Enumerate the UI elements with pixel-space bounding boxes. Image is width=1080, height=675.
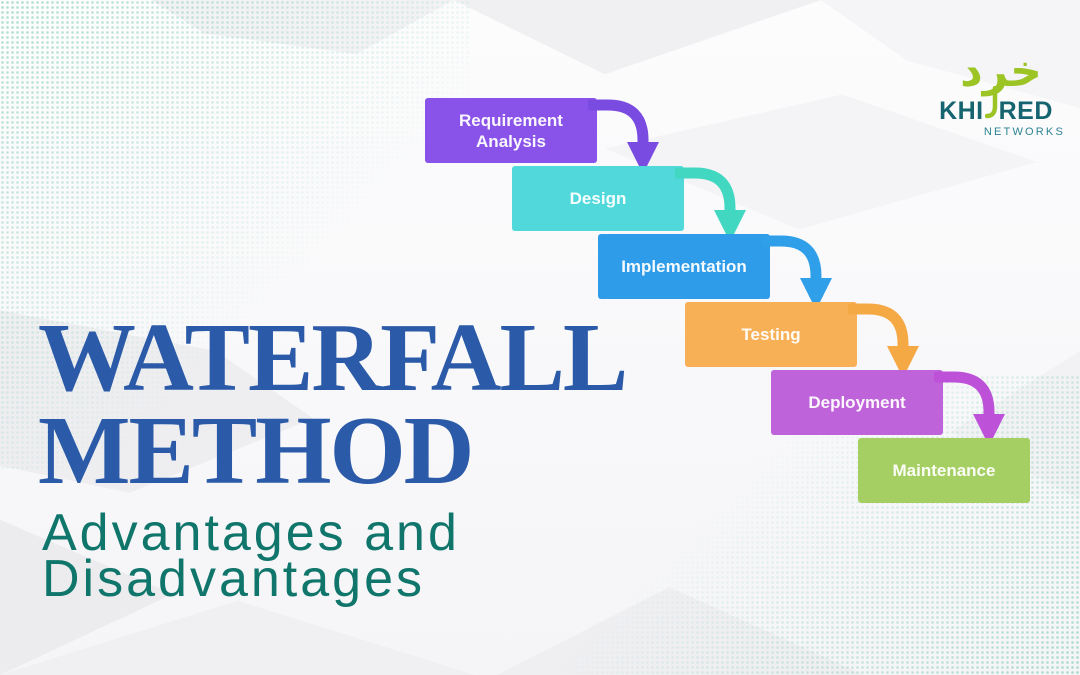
logo-wordmark-right: RED: [998, 97, 1053, 125]
stage-label: Design: [569, 189, 627, 208]
stage-box-design: Design: [512, 166, 684, 231]
brand-logo: خرد KHI RED NETWORKS: [925, 50, 1067, 138]
flow-arrow-4: [845, 300, 922, 384]
title-line-1: WATERFALL: [38, 304, 628, 412]
flow-arrow-5: [931, 368, 1008, 452]
logo-tagline: NETWORKS: [983, 126, 1065, 138]
flow-arrow-1: [585, 96, 662, 180]
subtitle-line-2: Disadvantages: [42, 550, 425, 608]
flow-arrow-3: [758, 232, 835, 316]
logo-arabic-text: خرد: [960, 46, 1042, 97]
stage-label: Testing: [741, 325, 801, 344]
subtitle-line-1: Advantages and: [42, 504, 460, 562]
stage-box-implementation: Implementation: [598, 234, 770, 299]
logo-wordmark: KHI RED: [925, 85, 1067, 125]
stage-label: Requirement Analysis: [459, 110, 563, 151]
flow-arrow-2: [672, 164, 749, 248]
stage-box-maintenance: Maintenance: [858, 438, 1030, 503]
logo-wordmark-left: KHI: [939, 97, 984, 125]
logo-hook-icon: [984, 85, 998, 124]
stage-label: Maintenance: [892, 461, 996, 480]
title-line-2: METHOD: [38, 397, 474, 505]
stage-box-testing: Testing: [685, 302, 857, 367]
subtitle: Advantages and Disadvantages: [42, 507, 460, 605]
stage-box-requirement-analysis: Requirement Analysis: [425, 98, 597, 163]
stage-box-deployment: Deployment: [771, 370, 943, 435]
stage-label: Implementation: [621, 257, 747, 276]
main-title: WATERFALL METHOD: [38, 309, 628, 500]
stage-label: Deployment: [808, 393, 906, 412]
